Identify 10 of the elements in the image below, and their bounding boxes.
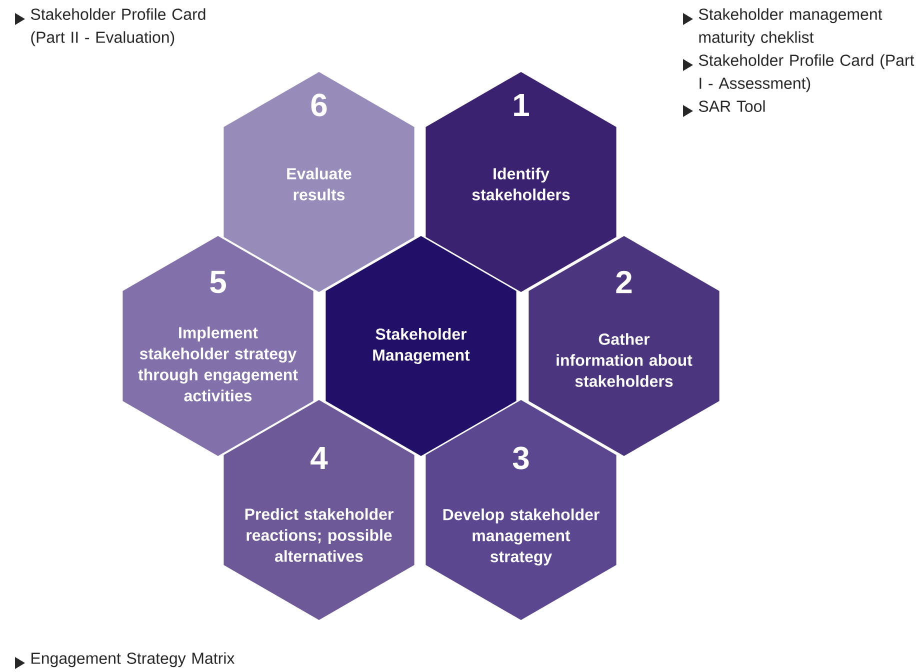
hexagon: 4 Predict stakeholder reactions; possible alternatives	[224, 400, 414, 620]
hexagon: 2 Gather information about stakeholders	[528, 236, 720, 456]
list-item: Engagement Strategy Matrix	[32, 652, 235, 668]
list-item: SAR Tool	[698, 100, 765, 112]
list-item: Stakeholder Profile Card (Part I - Assessment)	[698, 54, 914, 92]
list-item: Stakeholder management maturity cheklist	[698, 8, 882, 46]
list-item: Stakeholder Profile Card (Part II - Evaluation)	[30, 8, 206, 46]
hexagon: 1 Identify stakeholders	[426, 72, 616, 292]
hexagon: 5 Implement stakeholder strategy through engagement activities	[122, 236, 314, 456]
hexagon: 3 Develop stakeholder management strategy	[426, 400, 616, 620]
